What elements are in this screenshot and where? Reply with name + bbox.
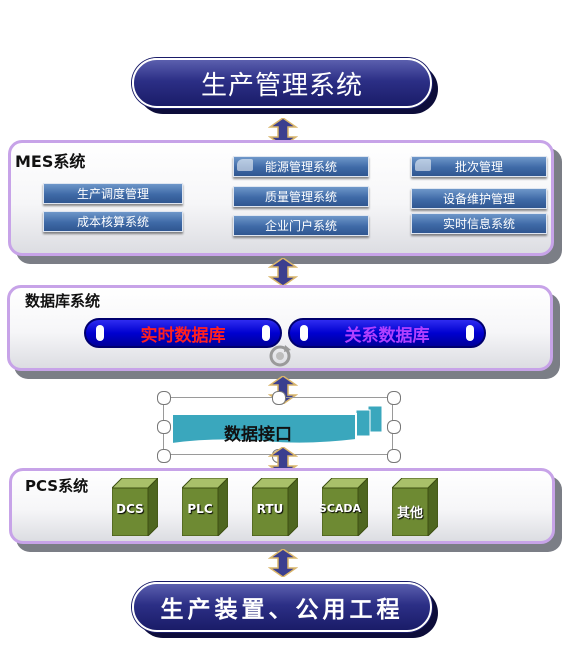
mes-item-energy[interactable]: 能源管理系统 bbox=[233, 156, 369, 177]
resize-handle[interactable] bbox=[387, 391, 401, 405]
capsule-nub bbox=[96, 325, 104, 341]
mes-panel: MES系统 生产调度管理 成本核算系统 能源管理系统 质量管理系统 企业门户系统… bbox=[8, 140, 554, 256]
realtime-database[interactable]: 实时数据库 bbox=[84, 318, 282, 348]
resize-handle[interactable] bbox=[157, 391, 171, 405]
pcs-item-label: DCS bbox=[116, 502, 144, 516]
bottom-title-block: 生产装置、公用工程 bbox=[132, 582, 438, 638]
realtime-database-label: 实时数据库 bbox=[140, 325, 226, 346]
top-title: 生产管理系统 bbox=[132, 58, 432, 108]
pcs-item-dcs[interactable]: DCS bbox=[110, 476, 160, 538]
resize-handle[interactable] bbox=[387, 420, 401, 434]
cube-icon bbox=[320, 476, 370, 538]
cube-icon bbox=[250, 476, 300, 538]
database-panel: 数据库系统 实时数据库 关系数据库 bbox=[7, 285, 553, 371]
pcs-title: PCS系统 bbox=[25, 477, 89, 495]
relational-database[interactable]: 关系数据库 bbox=[288, 318, 486, 348]
rotate-handle-icon[interactable] bbox=[268, 344, 292, 368]
mes-item-maintenance[interactable]: 设备维护管理 bbox=[411, 188, 547, 209]
capsule-nub bbox=[262, 325, 270, 341]
pcs-item-plc[interactable]: PLC bbox=[180, 476, 230, 538]
capsule-nub bbox=[466, 325, 474, 341]
double-arrow-icon bbox=[268, 258, 298, 286]
pcs-item-scada[interactable]: SCADA bbox=[319, 476, 370, 538]
top-title-block: 生产管理系统 bbox=[132, 58, 438, 114]
double-arrow-icon bbox=[268, 549, 298, 577]
cube-icon bbox=[110, 476, 160, 538]
pcs-item-label: SCADA bbox=[318, 502, 362, 515]
pcs-item-label: PLC bbox=[187, 502, 213, 516]
double-arrow-icon bbox=[268, 118, 298, 146]
mes-item-quality[interactable]: 质量管理系统 bbox=[233, 186, 369, 207]
capsule-nub bbox=[300, 325, 308, 341]
mes-item-scheduling[interactable]: 生产调度管理 bbox=[43, 183, 183, 204]
mes-item-batch[interactable]: 批次管理 bbox=[411, 156, 547, 177]
resize-handle[interactable] bbox=[157, 449, 171, 463]
pcs-item-label: 其他 bbox=[396, 506, 423, 521]
database-title: 数据库系统 bbox=[25, 292, 101, 310]
cube-icon bbox=[180, 476, 230, 538]
mes-item-portal[interactable]: 企业门户系统 bbox=[233, 215, 369, 236]
mes-item-batch-label: 批次管理 bbox=[454, 160, 503, 174]
bottom-title: 生产装置、公用工程 bbox=[132, 582, 432, 632]
relational-database-label: 关系数据库 bbox=[344, 325, 430, 346]
resize-handle[interactable] bbox=[272, 391, 286, 405]
mes-item-realtime-info[interactable]: 实时信息系统 bbox=[411, 213, 547, 234]
mes-item-costing[interactable]: 成本核算系统 bbox=[43, 211, 183, 232]
pcs-item-other[interactable]: 其他 bbox=[390, 476, 440, 538]
resize-handle[interactable] bbox=[157, 420, 171, 434]
mes-title: MES系统 bbox=[15, 152, 86, 171]
pcs-item-rtu[interactable]: RTU bbox=[250, 476, 300, 538]
resize-handle[interactable] bbox=[387, 449, 401, 463]
mes-item-energy-label: 能源管理系统 bbox=[264, 160, 337, 174]
pcs-item-label: RTU bbox=[256, 502, 284, 516]
interface-ribbon[interactable] bbox=[166, 402, 392, 452]
interface-label: 数据接口 bbox=[224, 425, 292, 445]
